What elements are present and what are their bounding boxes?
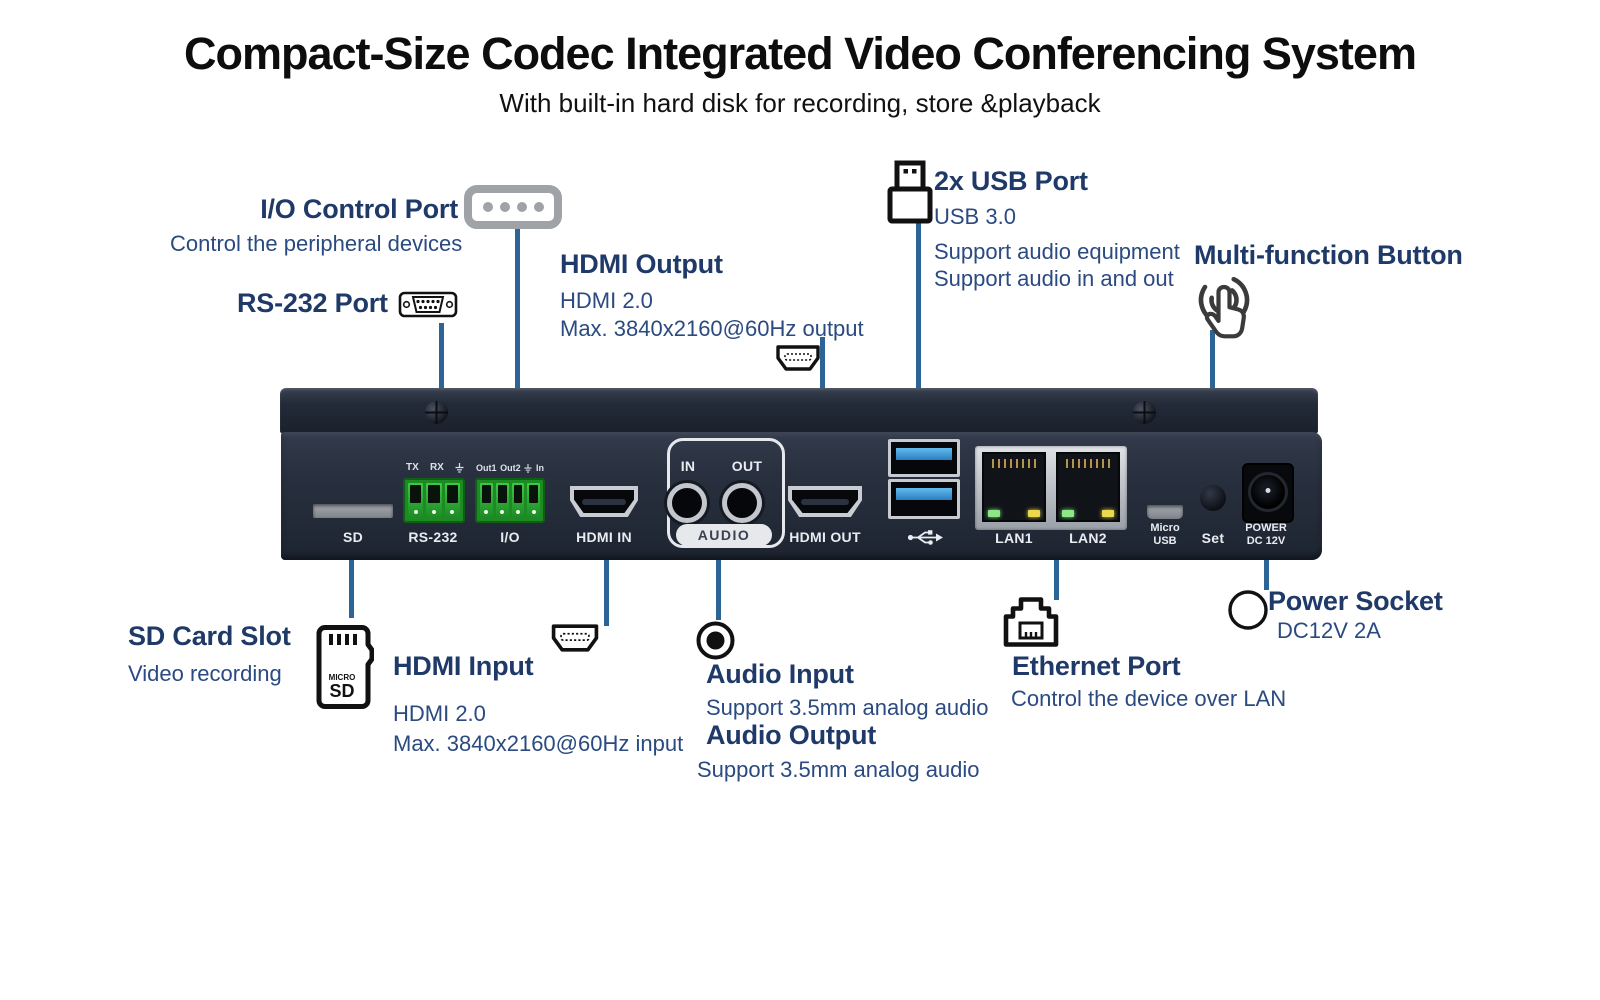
usb-plug-icon — [887, 160, 933, 224]
pin-label-rx: RX — [429, 462, 444, 473]
sd-card-slot-port — [313, 504, 393, 518]
page-title: Compact-Size Codec Integrated Video Conf… — [184, 28, 1417, 79]
pin-label-tx: TX — [406, 462, 419, 473]
screw-icon — [425, 401, 448, 424]
hdmi-out-port-label: HDMI OUT — [789, 529, 861, 545]
hdmi-in-port — [570, 486, 638, 517]
connector-line-audio — [716, 550, 721, 620]
connector-line-io-control — [515, 228, 520, 478]
audio-in-label: IN — [680, 458, 696, 474]
power-socket-icon — [1228, 590, 1268, 630]
ground-icon — [455, 463, 464, 473]
usb-trident-icon — [907, 530, 943, 545]
screw-icon — [1133, 401, 1156, 424]
io-pin-labels: Out1 Out2 In — [475, 463, 545, 473]
touch-tap-icon — [1198, 274, 1250, 339]
usb3-port-top — [888, 439, 960, 477]
usb-title: 2x USB Port — [934, 166, 1088, 196]
sd-card-title: SD Card Slot — [128, 621, 291, 651]
lan1-port-label: LAN1 — [995, 530, 1033, 546]
ethernet-desc: Control the device over LAN — [1011, 686, 1287, 711]
dc-power-jack — [1242, 463, 1294, 523]
lan1-port — [982, 452, 1046, 522]
audio-input-title: Audio Input — [706, 659, 854, 689]
ground-icon — [524, 464, 532, 473]
io-control-title: I/O Control Port — [260, 194, 458, 224]
usb-spec1: USB 3.0 — [934, 204, 1016, 229]
connector-line-usb — [916, 221, 921, 441]
rs232-pin-labels: TX RX — [403, 462, 467, 473]
power-title: Power Socket — [1268, 586, 1443, 616]
ethernet-title: Ethernet Port — [1012, 651, 1181, 681]
audio-out-label: OUT — [731, 458, 763, 474]
usb-spec3: Support audio in and out — [934, 266, 1174, 291]
hdmi-in-port-label: HDMI IN — [576, 529, 632, 545]
io-port-label: I/O — [500, 529, 520, 545]
page-subtitle: With built-in hard disk for recording, s… — [499, 88, 1101, 118]
io-terminal-block — [475, 478, 545, 523]
power-jack-label: POWER DC 12V — [1236, 522, 1296, 548]
connector-line-sd-card — [349, 548, 354, 618]
micro-sd-card-icon: MICRO SD — [316, 625, 374, 709]
multifunction-title: Multi-function Button — [1194, 240, 1463, 270]
audio-output-title: Audio Output — [706, 720, 877, 750]
hdmi-output-spec2: Max. 3840x2160@60Hz output — [560, 316, 864, 341]
hdmi-connector-icon — [551, 624, 599, 652]
lan2-port — [1056, 452, 1120, 522]
audio-input-desc: Support 3.5mm analog audio — [706, 695, 989, 720]
serial-db9-icon — [398, 291, 458, 318]
micro-sd-icon-text2: SD — [329, 681, 354, 701]
lan2-port-label: LAN2 — [1069, 530, 1107, 546]
hdmi-output-spec1: HDMI 2.0 — [560, 288, 653, 313]
sd-card-desc: Video recording — [128, 661, 282, 686]
hdmi-input-spec2: Max. 3840x2160@60Hz input — [393, 731, 684, 756]
audio-jack-icon — [696, 621, 735, 660]
micro-usb-label: Micro USB — [1135, 522, 1195, 548]
power-desc: DC12V 2A — [1277, 618, 1381, 643]
hdmi-connector-icon — [776, 345, 820, 371]
micro-sd-icon-text1: MICRO — [329, 673, 356, 682]
pin-label-in: In — [536, 463, 544, 473]
hdmi-input-spec1: HDMI 2.0 — [393, 701, 486, 726]
pin-label-out2: Out2 — [500, 463, 521, 473]
rs232-title: RS-232 Port — [237, 288, 388, 318]
usb3-port-bottom — [888, 479, 960, 519]
hdmi-output-title: HDMI Output — [560, 249, 723, 279]
hdmi-out-port — [788, 486, 862, 517]
power-label-line2: DC 12V — [1246, 535, 1286, 547]
audio-output-desc: Support 3.5mm analog audio — [697, 757, 980, 782]
io-control-desc: Control the peripheral devices — [170, 231, 463, 256]
connector-line-power — [1264, 556, 1269, 590]
audio-in-jack — [667, 483, 707, 523]
set-button-label: Set — [1201, 530, 1225, 546]
audio-out-jack — [722, 483, 762, 523]
micro-usb-label-line1: Micro — [1150, 522, 1180, 534]
hdmi-input-title: HDMI Input — [393, 651, 534, 681]
rs232-terminal-block — [403, 478, 465, 523]
audio-group-label: AUDIO — [676, 524, 772, 546]
set-button — [1200, 485, 1226, 511]
micro-usb-label-line2: USB — [1153, 535, 1177, 547]
sd-port-label: SD — [342, 529, 364, 545]
pin-label-out1: Out1 — [476, 463, 497, 473]
ethernet-rj45-icon — [1003, 597, 1059, 647]
micro-usb-port — [1147, 505, 1183, 519]
io-control-port-icon — [464, 185, 562, 229]
usb-spec2: Support audio equipment — [934, 239, 1180, 264]
power-label-line1: POWER — [1245, 522, 1287, 534]
connector-line-hdmi-input — [604, 548, 609, 626]
rs232-port-label: RS-232 — [408, 529, 458, 545]
